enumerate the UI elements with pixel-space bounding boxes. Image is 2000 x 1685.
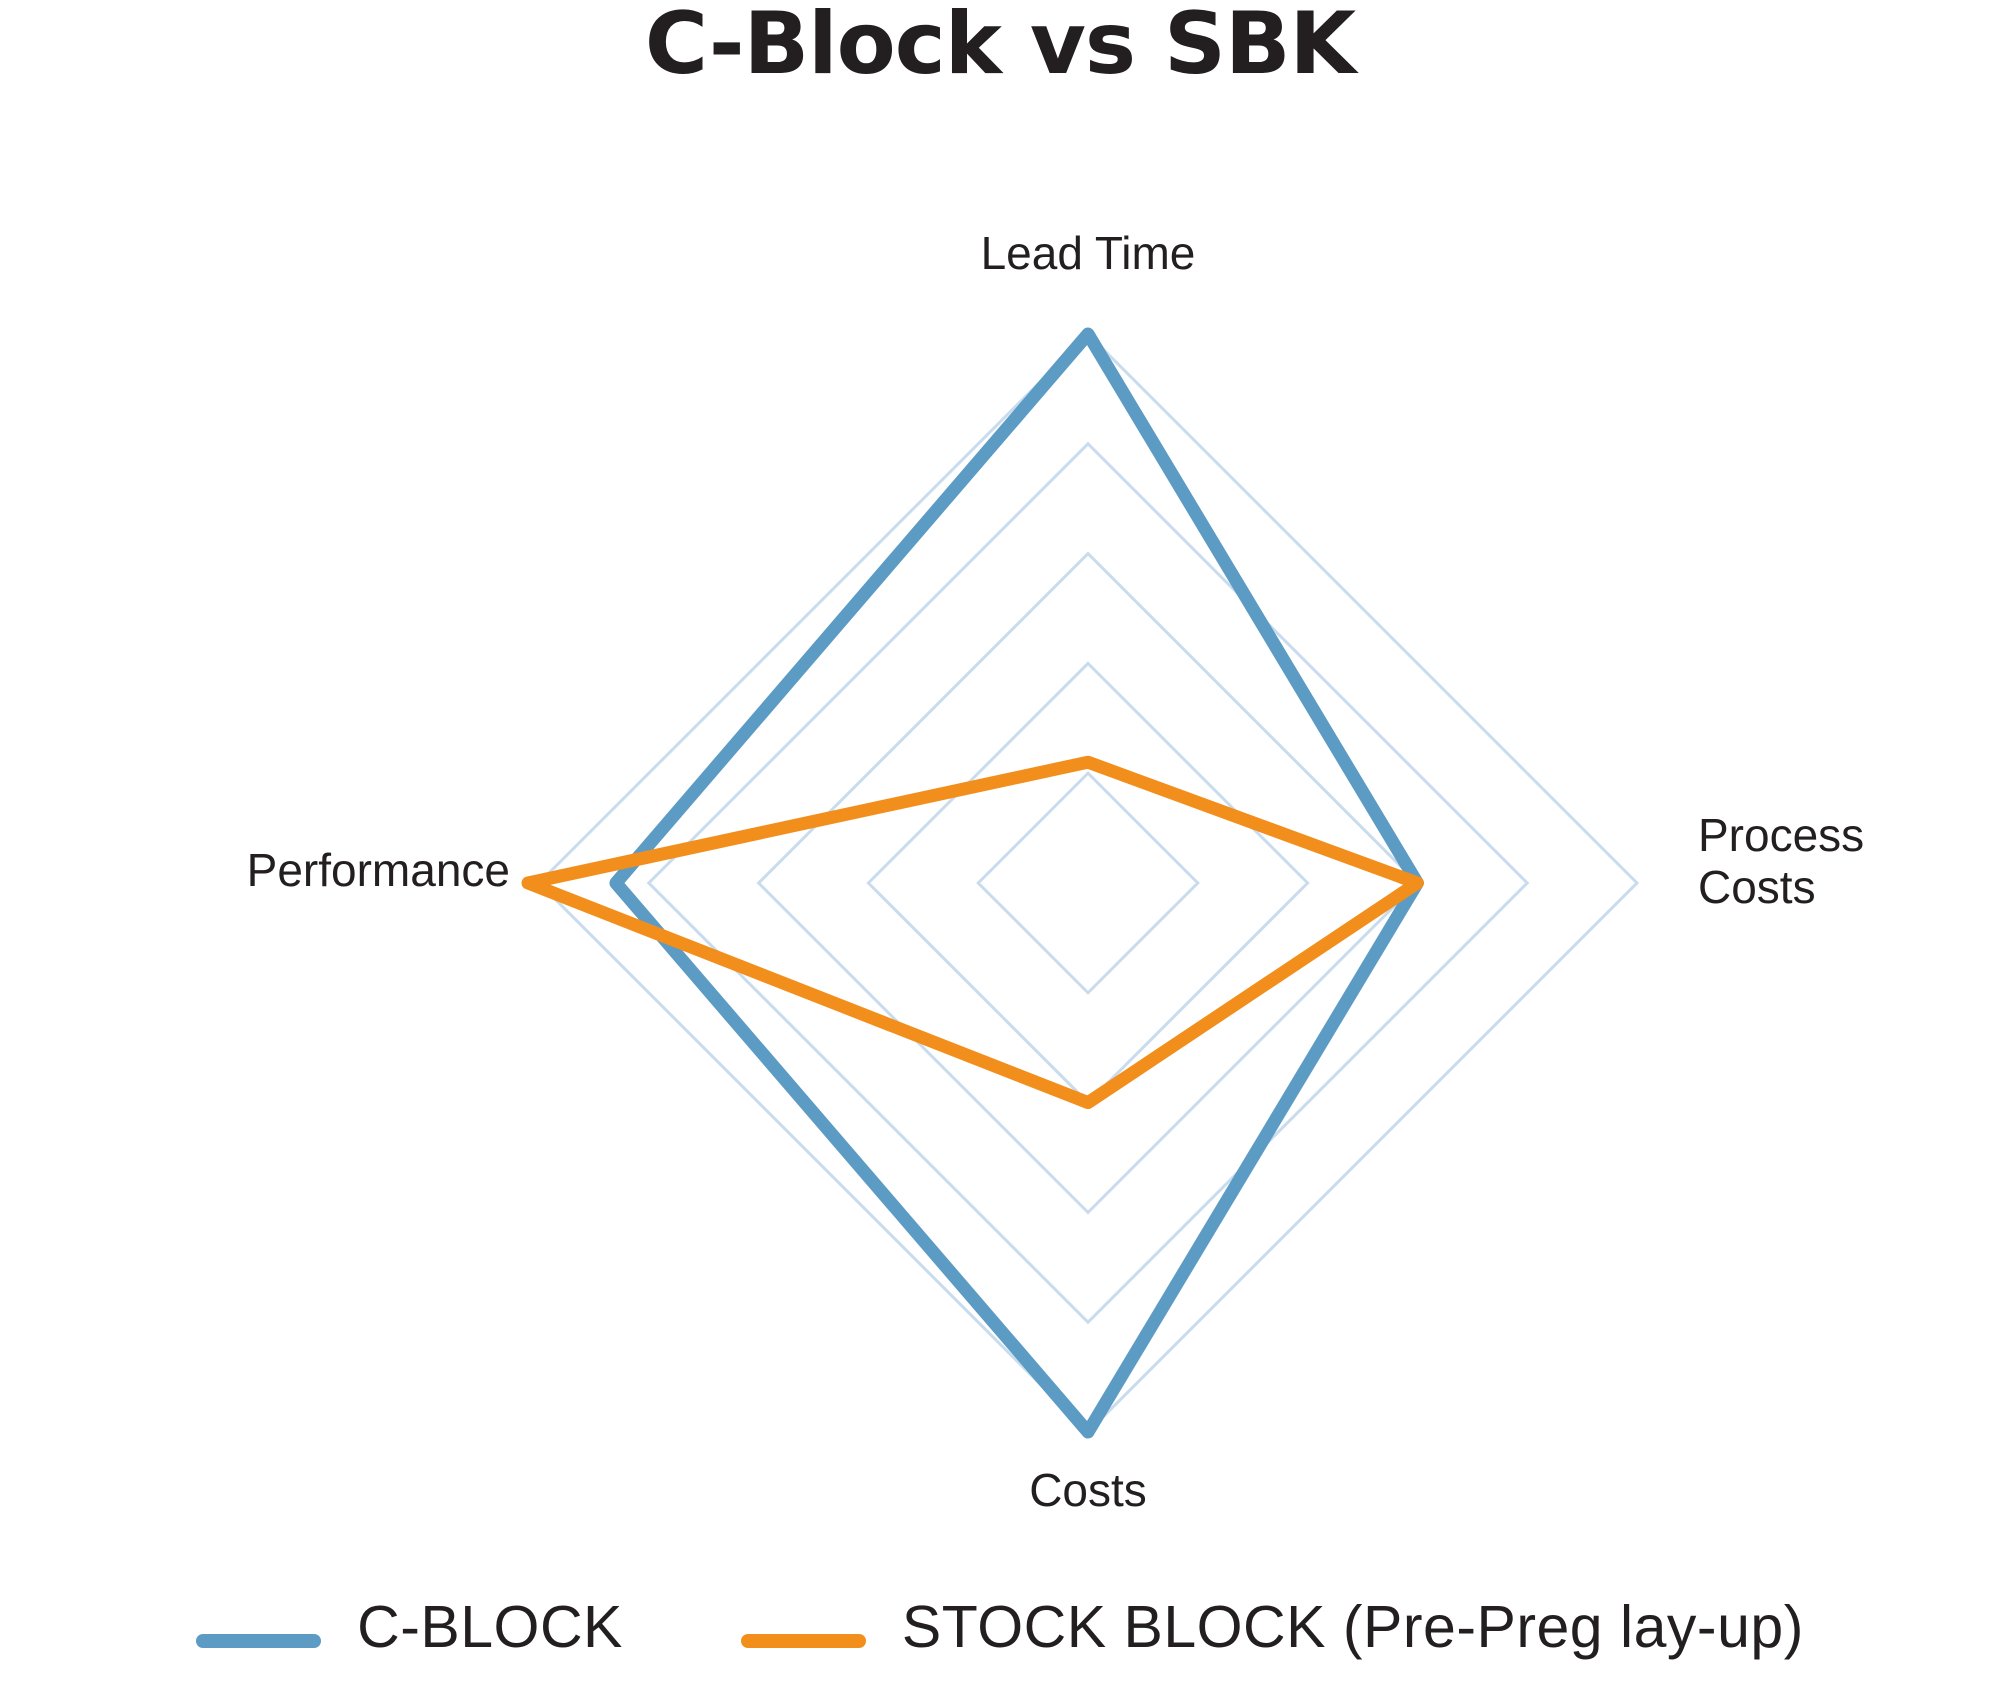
legend-label-stock-block: STOCK BLOCK (Pre-Preg lay-up) (901, 1598, 1804, 1660)
axis-label-costs: Costs (1029, 1464, 1147, 1516)
legend-item-c-block[interactable]: C-BLOCK (196, 1598, 623, 1657)
grid-ring-5 (536, 331, 1640, 1435)
axis-label-performance: Performance (246, 844, 510, 896)
legend-swatch-c-block (196, 1634, 322, 1648)
radar-series-group (521, 327, 1424, 1439)
page-title: C-Block vs SBK (644, 0, 1356, 94)
axis-label-lead-time: Lead Time (980, 227, 1196, 279)
legend-label-c-block: C-BLOCK (357, 1598, 623, 1660)
radar-series-c-block (609, 327, 1424, 1439)
axis-label-process-costs: Process Costs (1698, 809, 1865, 913)
grid-ring-1 (976, 771, 1200, 995)
grid-ring-3 (756, 551, 1420, 1215)
chart-legend: C-BLOCK STOCK BLOCK (Pre-Preg lay-up) (0, 1598, 2000, 1685)
radar-series-stock-block (521, 755, 1424, 1110)
legend-item-stock-block[interactable]: STOCK BLOCK (Pre-Preg lay-up) (740, 1598, 1804, 1660)
grid-ring-4 (646, 441, 1530, 1325)
legend-swatch-stock-block (740, 1634, 866, 1648)
radar-gridlines (536, 331, 1640, 1435)
